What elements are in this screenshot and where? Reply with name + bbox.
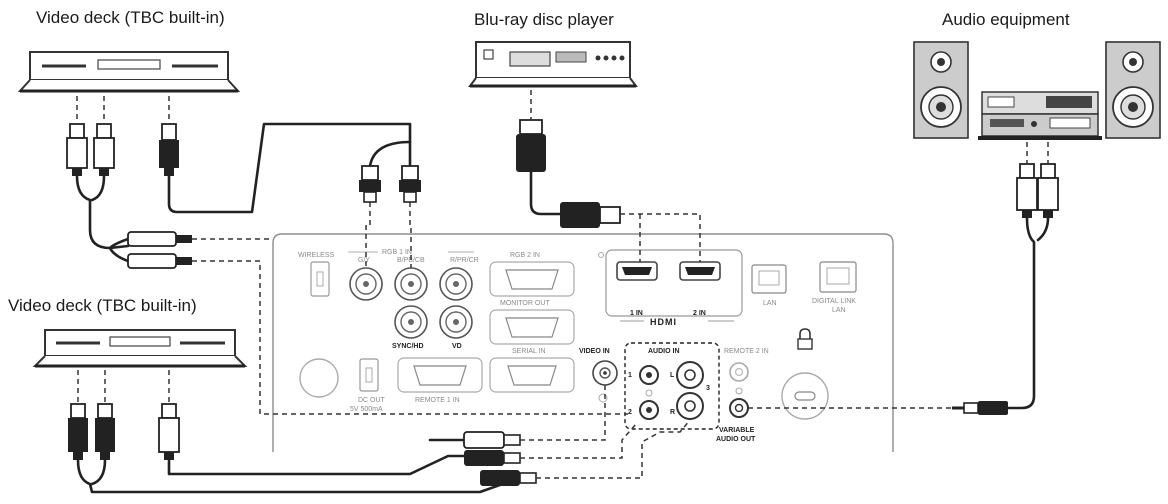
remote2-in-jack: [729, 362, 749, 382]
rgb2-in-port: [505, 269, 559, 290]
label-variable-1: VARIABLE: [719, 427, 755, 434]
hdmi-plug-player-side: [516, 119, 546, 172]
label-rgb1-in: RGB 1 IN: [382, 249, 412, 256]
bnc-port-sync-hd: [394, 305, 428, 339]
bnc-port-g: [349, 267, 383, 301]
rca-plug-bottom-deck-right: [95, 403, 115, 460]
label-remote2-in: REMOTE 2 IN: [724, 348, 769, 355]
bnc-port-vd: [439, 305, 473, 339]
rca-plug-bottom-deck-left: [68, 403, 88, 460]
wireless-port: [310, 261, 330, 297]
projector-terminal-panel: WIRELESS RGB 1 IN G/Y B/PB/CB R/PR/CR: [272, 233, 894, 452]
label-dc-out: DC OUT: [358, 397, 386, 404]
speaker-left: [913, 41, 969, 139]
caption-audio-equipment: Audio equipment: [942, 10, 1070, 29]
bnc-plug-right: [399, 165, 421, 203]
rca-plug-audio-l: [464, 450, 521, 466]
rca-plug-top-deck-left: [66, 123, 88, 176]
caption-bluray-player: Blu-ray disc player: [474, 10, 614, 29]
connection-guides: [76, 90, 1049, 479]
audio-in-3-l-jack: [676, 361, 704, 389]
label-rgb2-in: RGB 2 IN: [510, 252, 540, 259]
lock-icon: [797, 338, 813, 350]
monitor-out-port: [505, 317, 559, 338]
hdmi-plug-projector-side: [560, 202, 621, 228]
label-serial-in: SERIAL IN: [512, 348, 546, 355]
rca-plug-audio-r: [480, 470, 537, 486]
label-r-pr-cr: R/PR/CR: [450, 257, 479, 264]
label-audio-in-2: 2: [628, 409, 632, 416]
label-vd: VD: [452, 343, 462, 350]
rca-plug-video-in: [463, 431, 521, 449]
video-deck-bottom: [32, 329, 248, 368]
label-b-pb-cb: B/PB/CB: [397, 257, 425, 264]
label-wireless: WIRELESS: [298, 252, 335, 259]
bnc-port-r: [439, 267, 473, 301]
label-audio-l: L: [670, 372, 675, 379]
rca-plug-top-deck-right: [93, 123, 115, 176]
stereo-mini-plug: [952, 401, 1008, 415]
label-audio-in-1: 1: [628, 372, 632, 379]
label-audio-in: AUDIO IN: [648, 348, 680, 355]
label-remote1-in: REMOTE 1 IN: [415, 397, 460, 404]
lan-port: [751, 264, 787, 294]
video-deck-top: [17, 51, 241, 93]
cables-solid: [75, 122, 1050, 494]
label-g-y: G/Y: [358, 257, 370, 264]
audio-in-highlight: [624, 342, 720, 430]
serial-in-port: [507, 365, 557, 386]
svideo-plug-top-deck: [159, 123, 179, 176]
speaker-right: [1105, 41, 1161, 139]
caption-video-deck-bottom: Video deck (TBC built-in): [8, 296, 197, 315]
caption-video-deck-top: Video deck (TBC built-in): [36, 8, 225, 27]
rca-plug-audio-equip-right: [1037, 163, 1059, 218]
bluray-player: [468, 41, 638, 88]
rca-plug-top-y1: [127, 231, 192, 247]
label-digital-link: DIGITAL LINK: [812, 298, 856, 305]
label-dc-out-rating: 5V 500mA: [350, 406, 383, 413]
label-lan: LAN: [763, 300, 777, 307]
label-video-in: VIDEO IN: [579, 348, 610, 355]
digital-link-port: [819, 261, 857, 293]
bnc-plug-left: [359, 165, 381, 203]
label-monitor-out: MONITOR OUT: [500, 300, 550, 307]
rca-plug-audio-equip-left: [1016, 163, 1038, 218]
audio-equipment: [913, 41, 1161, 140]
label-sync-hd: SYNC/HD: [392, 343, 424, 350]
label-audio-3: 3: [706, 385, 710, 392]
rca-plug-bottom-deck-video: [158, 403, 180, 460]
label-hdmi-2-in: 2 IN: [693, 310, 706, 317]
label-hdmi-1-in: 1 IN: [630, 310, 643, 317]
hdmi-logo: HDMI: [650, 317, 677, 327]
label-variable-2: AUDIO OUT: [716, 436, 756, 443]
audio-in-1-jack: [639, 365, 659, 385]
label-digital-link-lan: LAN: [832, 307, 846, 314]
plugs: [66, 119, 1059, 486]
label-audio-r: R: [670, 409, 675, 416]
stereo-amplifier: [978, 91, 1102, 140]
rca-plug-top-y2: [127, 253, 192, 269]
audio-in-3-r-jack: [676, 392, 704, 420]
round-cover: [299, 358, 339, 398]
dc-out-port: [359, 358, 379, 392]
bnc-port-b: [394, 267, 428, 301]
security-slot: [781, 372, 829, 420]
audio-in-2-jack: [639, 400, 659, 420]
remote1-in-port: [413, 365, 467, 386]
